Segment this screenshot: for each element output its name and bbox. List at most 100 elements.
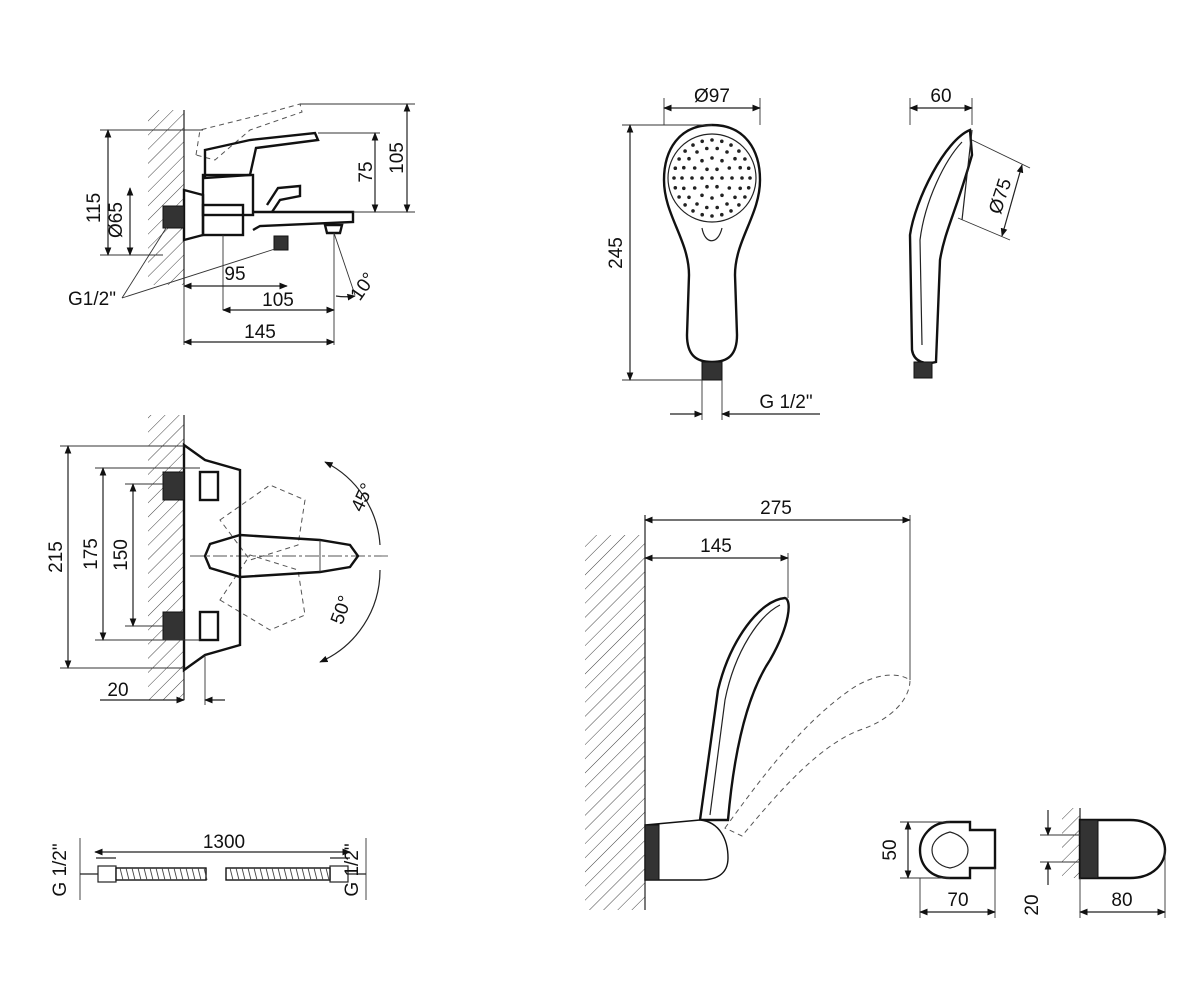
hose-coil xyxy=(191,867,196,881)
nozzle-dot xyxy=(746,166,751,170)
dim-20-label: 20 xyxy=(107,680,128,701)
nozzle-dot xyxy=(672,176,676,180)
nozzle-dot xyxy=(700,158,704,163)
nozzle-dot xyxy=(680,176,684,180)
nozzle-dot xyxy=(692,186,697,190)
shower-head-in-holder xyxy=(698,596,790,822)
nozzle-dot xyxy=(705,167,709,172)
hose-coil xyxy=(125,867,130,881)
hand-shower-front-view: Ø97 245 G 1/2" xyxy=(606,86,820,420)
hose-coil xyxy=(179,867,184,881)
dim-115-label: 115 xyxy=(84,193,105,223)
wall-hatch-2 xyxy=(148,415,184,700)
hose-thread-left-label: G 1/2" xyxy=(50,843,71,896)
shower-face xyxy=(667,133,757,223)
nozzle-dot xyxy=(720,193,724,198)
hose-coil xyxy=(143,867,148,881)
nozzle-dot xyxy=(746,186,751,190)
nozzle-dot xyxy=(737,149,741,153)
nozzle-dot xyxy=(695,150,699,154)
holder-dim-50-label: 50 xyxy=(880,839,901,860)
hose-coil xyxy=(313,867,318,881)
dim-145-holder-label: 145 xyxy=(700,536,732,557)
nozzle-dot xyxy=(738,165,742,170)
dim-215-label: 215 xyxy=(46,541,67,573)
holder-dim-70-label: 70 xyxy=(947,890,968,911)
nozzle-dot xyxy=(748,176,752,180)
nozzle-dot xyxy=(743,157,747,161)
hose-coil xyxy=(289,867,294,881)
nozzle-dot xyxy=(727,166,732,170)
nozzle-dot xyxy=(682,165,686,170)
nozzle-dot xyxy=(740,176,744,180)
nozzle-dot xyxy=(720,212,724,217)
dim-275-label: 275 xyxy=(760,498,792,519)
wall-holder xyxy=(644,819,729,881)
nozzle-dot xyxy=(710,156,714,160)
hose-coil xyxy=(235,867,240,881)
nozzle-dot xyxy=(710,196,714,200)
hose-coil xyxy=(173,867,178,881)
nozzle-dot xyxy=(715,184,719,189)
nozzle-dot xyxy=(673,186,678,190)
hose-coil xyxy=(319,867,324,881)
dim-145-label: 145 xyxy=(244,322,276,343)
nozzle-dot xyxy=(729,209,733,213)
hose-coil xyxy=(229,867,234,881)
hose-coil xyxy=(271,867,276,881)
nozzle-dot xyxy=(720,176,724,180)
nozzle-dot xyxy=(720,139,724,144)
mixer-body-top xyxy=(182,442,242,673)
wall-hatch xyxy=(148,110,184,285)
hose-coil xyxy=(277,867,282,881)
nozzle-dot xyxy=(677,157,681,161)
hose-coil xyxy=(295,867,300,881)
nozzle-dot xyxy=(730,176,734,180)
angle-50-label: 50° xyxy=(327,593,357,627)
hose-coil xyxy=(247,867,252,881)
hose-thread-right-label: G 1/2" xyxy=(342,843,363,896)
nozzle-dot xyxy=(700,176,704,180)
hose-coil xyxy=(283,867,288,881)
shower-nozzles xyxy=(672,138,752,218)
dim-105-height-label: 105 xyxy=(387,142,408,174)
dim-245-label: 245 xyxy=(606,237,627,269)
inlet-thread xyxy=(162,205,185,229)
nozzle-dot xyxy=(705,146,709,151)
dim-175-label: 175 xyxy=(81,538,102,570)
nozzle-dot xyxy=(725,202,729,206)
nozzle-dot xyxy=(737,203,741,207)
nozzle-dot xyxy=(682,186,686,191)
nozzle-dot xyxy=(695,202,699,206)
nozzle-dot xyxy=(700,193,704,198)
hose-coil xyxy=(203,867,208,881)
nozzle-dot xyxy=(700,139,704,144)
nozzle-dot xyxy=(710,176,714,180)
nozzle-dot xyxy=(733,156,737,161)
hose-coil xyxy=(155,867,160,881)
shower-thread-label: G 1/2" xyxy=(759,392,812,413)
hose-coil xyxy=(197,867,202,881)
hose-coil xyxy=(259,867,264,881)
nozzle-dot xyxy=(715,167,719,172)
holder-front-outline xyxy=(918,820,997,880)
nozzle-dot xyxy=(738,186,742,191)
nozzle-dot xyxy=(700,212,704,217)
angle-45-label: 45° xyxy=(347,480,378,515)
dim-150-label: 150 xyxy=(111,539,132,571)
hose-coil xyxy=(253,867,258,881)
hose-coil xyxy=(161,867,166,881)
nozzle-dot xyxy=(683,203,687,207)
dim-105-length-label: 105 xyxy=(262,290,294,311)
nozzle-dot xyxy=(690,176,694,180)
hose-coil xyxy=(307,867,312,881)
bath-mixer-top-view: 215 175 150 20 45° 50° xyxy=(46,415,390,705)
holder-dim-80-label: 80 xyxy=(1111,890,1132,911)
wall-holder-assembly: 275 145 xyxy=(585,498,911,910)
dim-75-label: 75 xyxy=(356,161,377,182)
holder-side-view: 20 80 xyxy=(1022,808,1167,918)
hose-coil xyxy=(265,867,270,881)
nozzle-dot xyxy=(691,143,695,147)
mixer-body xyxy=(201,173,255,217)
